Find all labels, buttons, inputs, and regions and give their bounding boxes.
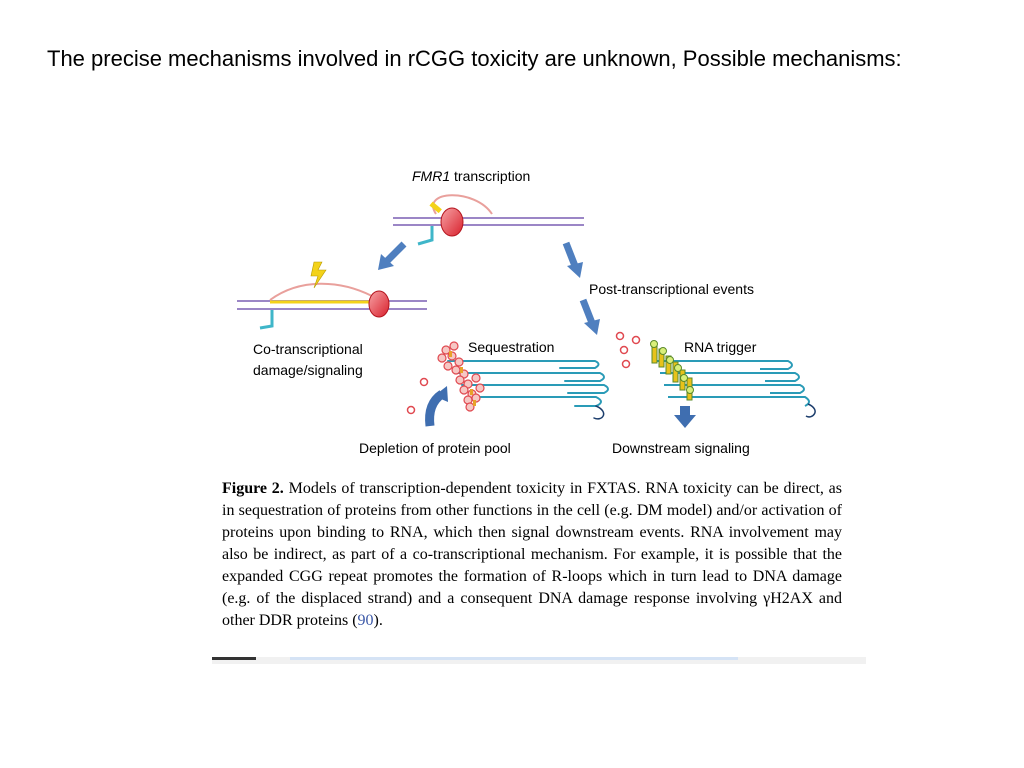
free-protein-circles (406, 377, 429, 415)
arrow-to-post-transcriptional (562, 241, 600, 335)
fmr1-transcription-label: FMR1 transcription (412, 168, 530, 184)
downstream-arrow (674, 406, 696, 428)
sequestration-label: Sequestration (468, 339, 554, 355)
lightning-icon (310, 261, 327, 289)
strip-dark-segment (212, 657, 256, 660)
cotranscriptional-dna-complex (237, 261, 427, 330)
slide-heading: The precise mechanisms involved in rCGG … (47, 46, 902, 71)
rna-polymerase-icon (440, 207, 464, 237)
depletion-label: Depletion of protein pool (359, 440, 511, 456)
top-dna-complex (393, 194, 584, 246)
sequestration-rna-group (437, 341, 609, 420)
downstream-label: Downstream signaling (612, 440, 750, 456)
caption-end: ). (373, 612, 383, 629)
rna-trigger-rna-group (650, 340, 816, 418)
strip-scrollbar[interactable] (290, 657, 738, 660)
figure-label: Figure 2. (222, 480, 284, 497)
cotranscriptional-label-line2: damage/signaling (253, 362, 363, 378)
rna-trigger-label: RNA trigger (684, 339, 757, 355)
citation-link[interactable]: 90 (357, 612, 374, 629)
post-transcriptional-label: Post-transcriptional events (589, 281, 754, 297)
cotranscriptional-label-line1: Co-transcriptional (253, 341, 363, 357)
rna-polymerase-icon (368, 290, 390, 318)
rna-trigger-free-circles (615, 331, 641, 369)
arrow-to-cotranscriptional (378, 241, 407, 270)
depletion-arrow (425, 386, 448, 427)
bottom-scroll-strip (212, 657, 866, 664)
figure-caption: Figure 2. Models of transcription-depend… (222, 478, 842, 632)
caption-body: Models of transcription-dependent toxici… (222, 480, 842, 629)
